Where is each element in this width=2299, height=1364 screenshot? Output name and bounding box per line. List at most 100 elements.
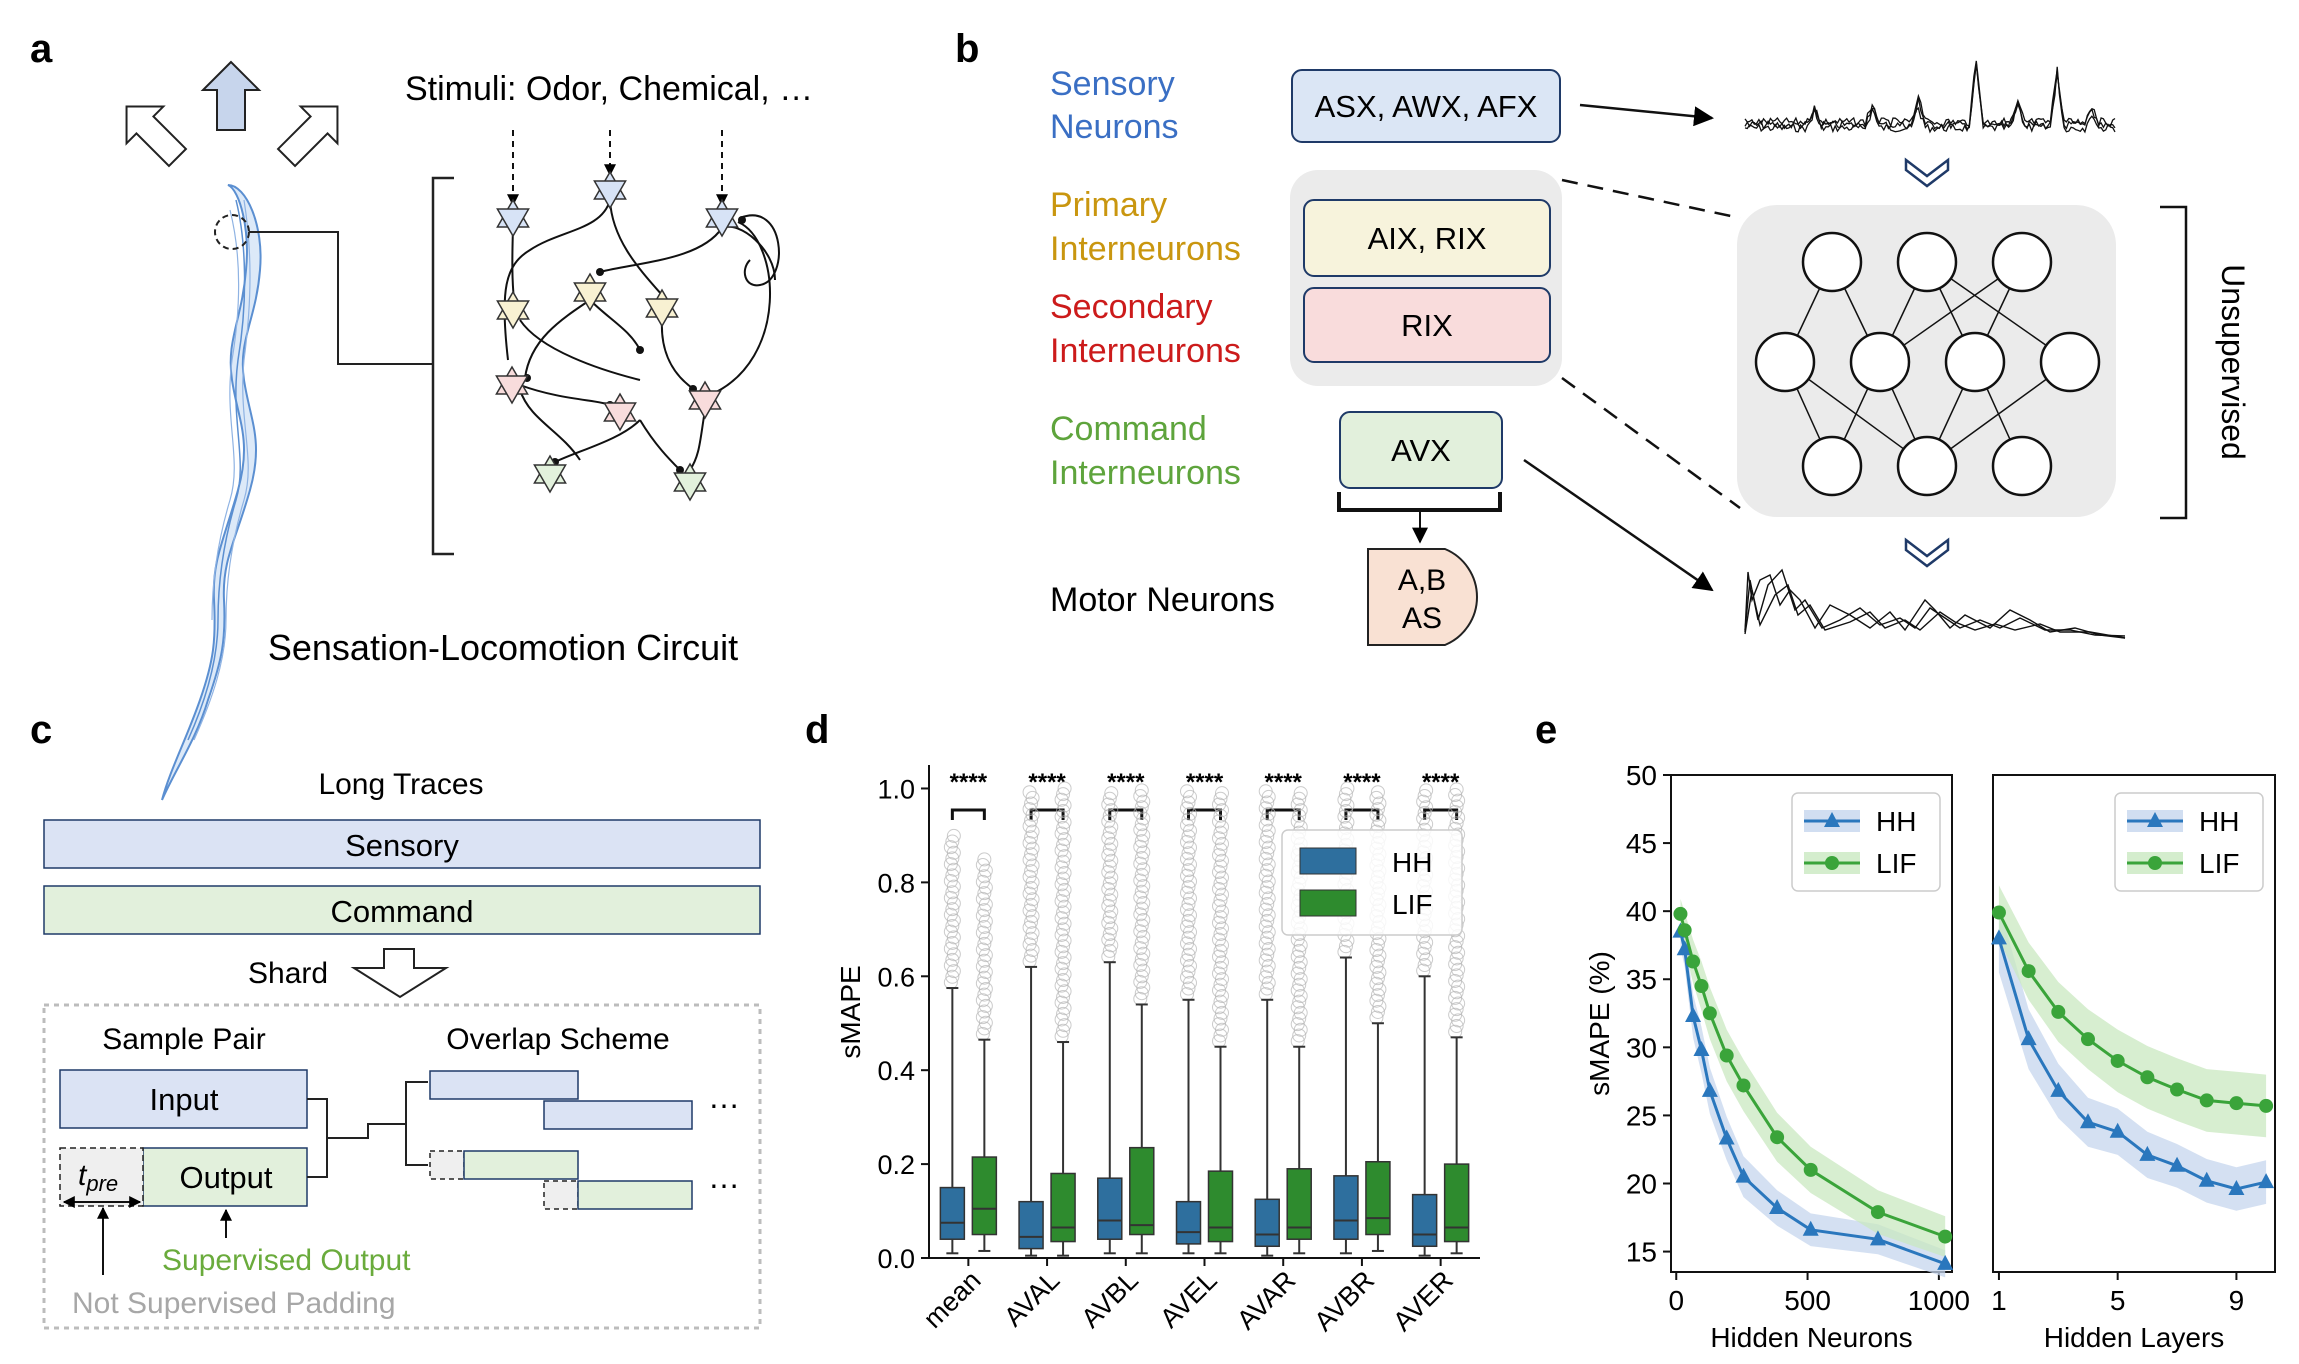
outlier-point [1292, 1011, 1307, 1026]
outlier-point [1056, 1023, 1071, 1038]
overlap-scheme-title: Overlap Scheme [446, 1023, 669, 1056]
pair-connector [307, 1098, 328, 1178]
outlier-point [1212, 915, 1226, 930]
outlier-point [1337, 809, 1352, 824]
box-hh [1175, 1200, 1202, 1245]
outlier-point [1448, 957, 1463, 972]
unsupervised-label: Unsupervised [2215, 264, 2251, 460]
outlier-point [1024, 897, 1039, 912]
outlier-point [1180, 835, 1194, 850]
data-point [2080, 1032, 2095, 1047]
outlier-point [977, 852, 992, 867]
outlier-point [975, 1010, 990, 1025]
outlier-point [1101, 898, 1116, 913]
outlier-point [1022, 852, 1037, 867]
outlier-point [1419, 783, 1434, 798]
outlier-point [1213, 876, 1228, 891]
network-node [1754, 331, 1816, 393]
command-trace-bar [43, 885, 761, 935]
overlap-padding-1 [429, 1150, 465, 1180]
outlier-point [1212, 1017, 1226, 1032]
sample-pair-title: Sample Pair [102, 1023, 265, 1056]
legend-frame [2114, 792, 2264, 892]
y-tick-label: 0.2 [877, 1150, 915, 1180]
legend-swatch [1299, 889, 1357, 917]
network-node [1991, 231, 2053, 293]
overlap-input-2 [543, 1100, 693, 1130]
y-tick-label: 35 [1626, 964, 1657, 995]
outlier-point [1417, 941, 1432, 956]
outlier-point [1290, 814, 1305, 829]
long-traces-title: Long Traces [318, 768, 483, 801]
outlier-point [1181, 981, 1196, 996]
outlier-point [945, 834, 960, 849]
outlier-point [1056, 939, 1071, 954]
outlier-point [1260, 981, 1275, 996]
x-tick-label: AVAR [1231, 1265, 1301, 1335]
neuron-star-icon [593, 170, 627, 210]
panel-c-label: c [30, 708, 52, 752]
confidence-band-lif [1680, 898, 1946, 1257]
outlier-point [1102, 927, 1117, 942]
outlier-point [1180, 919, 1194, 934]
panel-d-label: d [805, 708, 829, 752]
outlier-point [1260, 812, 1275, 827]
outlier-point [1292, 994, 1307, 1009]
outlier-point [946, 828, 961, 843]
x-tick-label: 5 [2110, 1285, 2126, 1316]
outlier-point [1258, 851, 1273, 866]
box-hh [1018, 1200, 1044, 1250]
outlier-point [1054, 877, 1069, 892]
outlier-point [975, 925, 990, 940]
outlier-point [1134, 986, 1149, 1001]
outlier-point [1369, 807, 1384, 822]
circuit-bracket [431, 176, 454, 556]
outlier-point [977, 936, 992, 951]
outlier-point [1290, 949, 1305, 964]
outlier-point [1133, 856, 1148, 871]
outlier-point [1449, 951, 1464, 966]
outlier-point [977, 987, 992, 1002]
outlier-point [1212, 797, 1226, 812]
outlier-point [1054, 860, 1069, 875]
class-name-line1: Command [1050, 410, 1207, 448]
outlier-point [1180, 868, 1194, 883]
x-tick-label: 1000 [1908, 1285, 1970, 1316]
neuron-class-box-label: RIX [1401, 308, 1453, 343]
outlier-point [1024, 830, 1039, 845]
network-node [2039, 331, 2101, 393]
outlier-point [1180, 851, 1194, 866]
outlier-point [977, 919, 992, 934]
data-point [2020, 1030, 2037, 1046]
outlier-point [1056, 989, 1071, 1004]
outlier-point [1212, 1000, 1226, 1015]
y-tick-label: 1.0 [877, 774, 915, 804]
outlier-point [945, 969, 960, 984]
outlier-point [1056, 888, 1071, 903]
y-tick-label: 40 [1626, 896, 1657, 927]
outlier-points [1180, 784, 1197, 1002]
box-lif [1286, 1168, 1312, 1240]
outlier-point [1134, 901, 1149, 916]
significance-bracket [950, 808, 986, 820]
x-axis-label: Hidden Neurons [1710, 1322, 1912, 1353]
outlier-point [1054, 944, 1069, 959]
outlier-point [975, 942, 990, 957]
confidence-band-hh [1998, 904, 2267, 1211]
outlier-point [1449, 985, 1464, 1000]
outlier-point [1260, 795, 1275, 810]
class-name-line2: Interneurons [1050, 332, 1241, 370]
outlier-point [1180, 970, 1194, 985]
network-node [1849, 331, 1911, 393]
outlier-point [1212, 831, 1226, 846]
outlier-point [1056, 973, 1071, 988]
motor-activity-trace [1744, 568, 2126, 639]
outlier-point [1213, 842, 1228, 857]
stimuli-text: Stimuli: Odor, Chemical, … [405, 70, 813, 108]
outlier-point [1102, 893, 1117, 908]
outlier-point [1104, 786, 1119, 801]
outlier-point [1258, 835, 1273, 850]
